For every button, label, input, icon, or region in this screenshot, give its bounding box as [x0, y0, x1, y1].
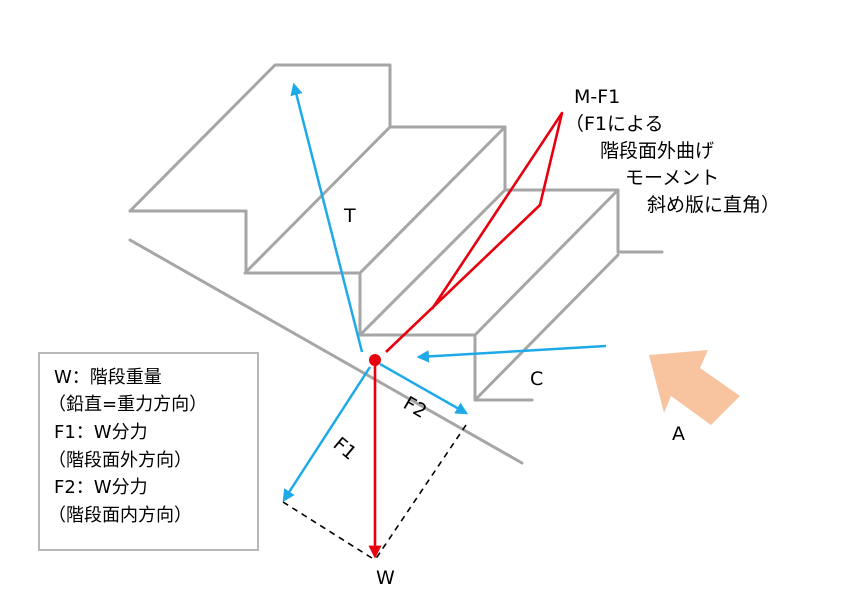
blue-vectors — [282, 82, 607, 503]
legend-line-4: （階段面外方向） — [48, 450, 192, 471]
top-step — [128, 63, 392, 275]
dashed-f1-to-w — [282, 501, 376, 561]
moment-line-5: 斜め版に直角） — [647, 194, 780, 216]
moment-line-3: 階段面外曲げ — [600, 140, 714, 162]
view-direction-arrow-a — [649, 350, 740, 425]
vector-f2 — [379, 362, 469, 415]
force-parallelogram — [282, 424, 467, 561]
moment-line-2: （F1による — [565, 113, 663, 135]
legend-line-6: （階段面内方向） — [48, 505, 192, 526]
label-c: C — [530, 368, 543, 390]
stair-outline — [128, 63, 664, 465]
dashed-f2-to-w — [374, 424, 467, 561]
second-step — [244, 125, 507, 275]
legend-line-5: F2：W分力 — [54, 477, 148, 498]
legend-line-2: （鉛直=重力方向） — [48, 394, 207, 415]
vector-f1 — [282, 366, 372, 503]
vector-t — [290, 82, 364, 353]
second-step-riser — [358, 188, 507, 337]
moment-annotation: M-F1 （F1による 階段面外曲げ モーメント 斜め版に直角） — [565, 86, 780, 216]
legend-border — [38, 352, 259, 551]
legend-box: W：階段重量 （鉛直=重力方向） F1：W分力 （階段面外方向） F2：W分力 … — [38, 352, 259, 551]
red-vectors — [368, 111, 564, 559]
label-w: W — [376, 567, 395, 589]
load-point — [369, 354, 381, 366]
label-f1: F1 — [329, 433, 361, 465]
third-step — [358, 188, 620, 337]
moment-line-1: M-F1 — [574, 86, 620, 108]
slab-soffit-line — [128, 238, 524, 465]
vector-c — [416, 344, 607, 363]
label-a: A — [672, 423, 685, 445]
legend-line-1: W：階段重量 — [54, 367, 162, 388]
label-t: T — [343, 205, 356, 227]
moment-m-f1 — [385, 111, 564, 353]
legend-line-3: F1：W分力 — [54, 422, 148, 443]
third-step-riser-front — [473, 253, 620, 402]
moment-line-4: モーメント — [625, 167, 719, 189]
